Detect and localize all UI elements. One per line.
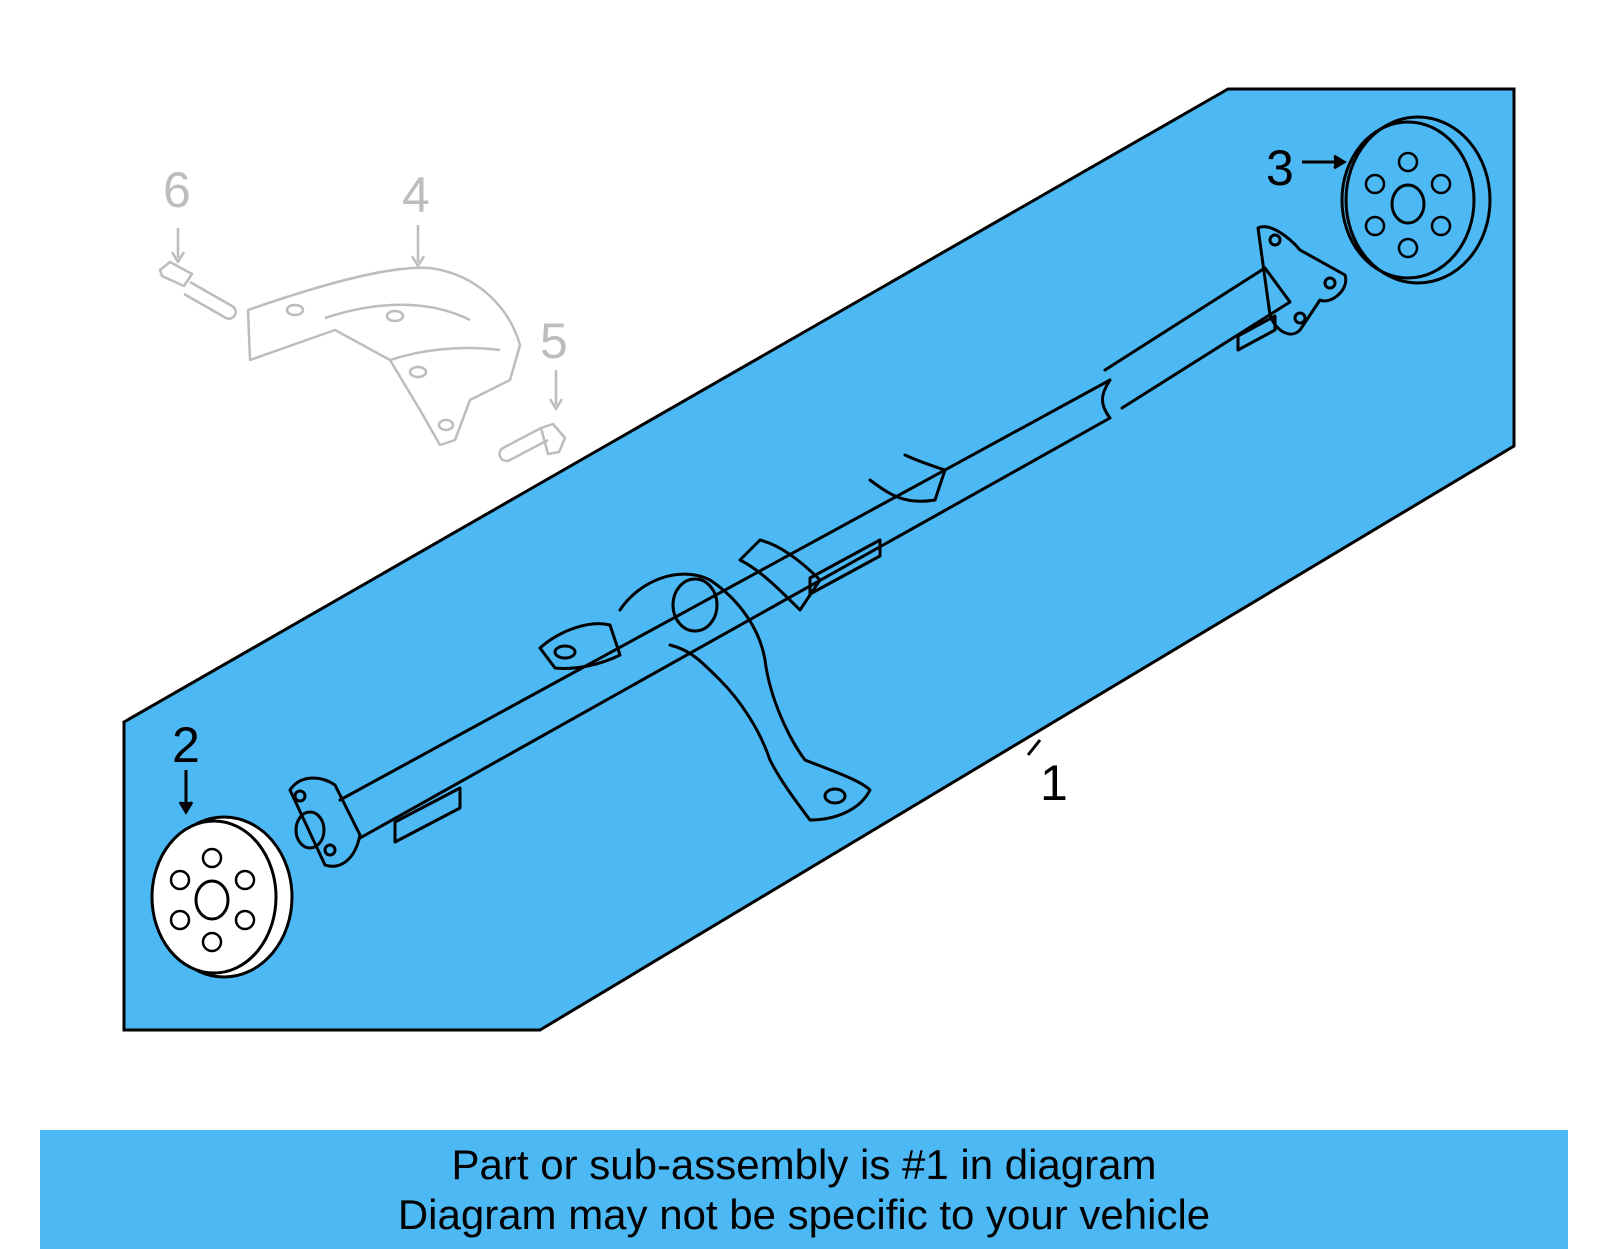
- arrowhead-3: [1333, 154, 1347, 170]
- driveshaft-drawing: [288, 225, 1348, 868]
- flex-disc-2-drawing: [150, 815, 294, 979]
- callout-3: 3: [1266, 140, 1294, 196]
- heat-shield-4-drawing: [246, 225, 522, 447]
- bolt-6-drawing: [158, 228, 237, 320]
- arrowhead-2: [178, 801, 194, 815]
- caption-banner: Part or sub-assembly is #1 in diagram Di…: [40, 1130, 1568, 1249]
- bolt-5-drawing: [498, 370, 567, 463]
- assembly-highlight-panel: [122, 87, 1516, 1032]
- callout-4: 4: [402, 167, 430, 223]
- flex-disc-3-drawing: [1340, 115, 1492, 285]
- leader-1: [1026, 739, 1042, 756]
- caption-line-1: Part or sub-assembly is #1 in diagram: [451, 1141, 1157, 1188]
- ghost-parts: [158, 225, 567, 463]
- leader-lines: [178, 154, 1347, 815]
- callout-5: 5: [540, 313, 568, 369]
- callout-2: 2: [172, 717, 200, 773]
- callout-6: 6: [163, 162, 191, 218]
- callout-1: 1: [1040, 755, 1068, 811]
- caption-line-2: Diagram may not be specific to your vehi…: [397, 1191, 1211, 1238]
